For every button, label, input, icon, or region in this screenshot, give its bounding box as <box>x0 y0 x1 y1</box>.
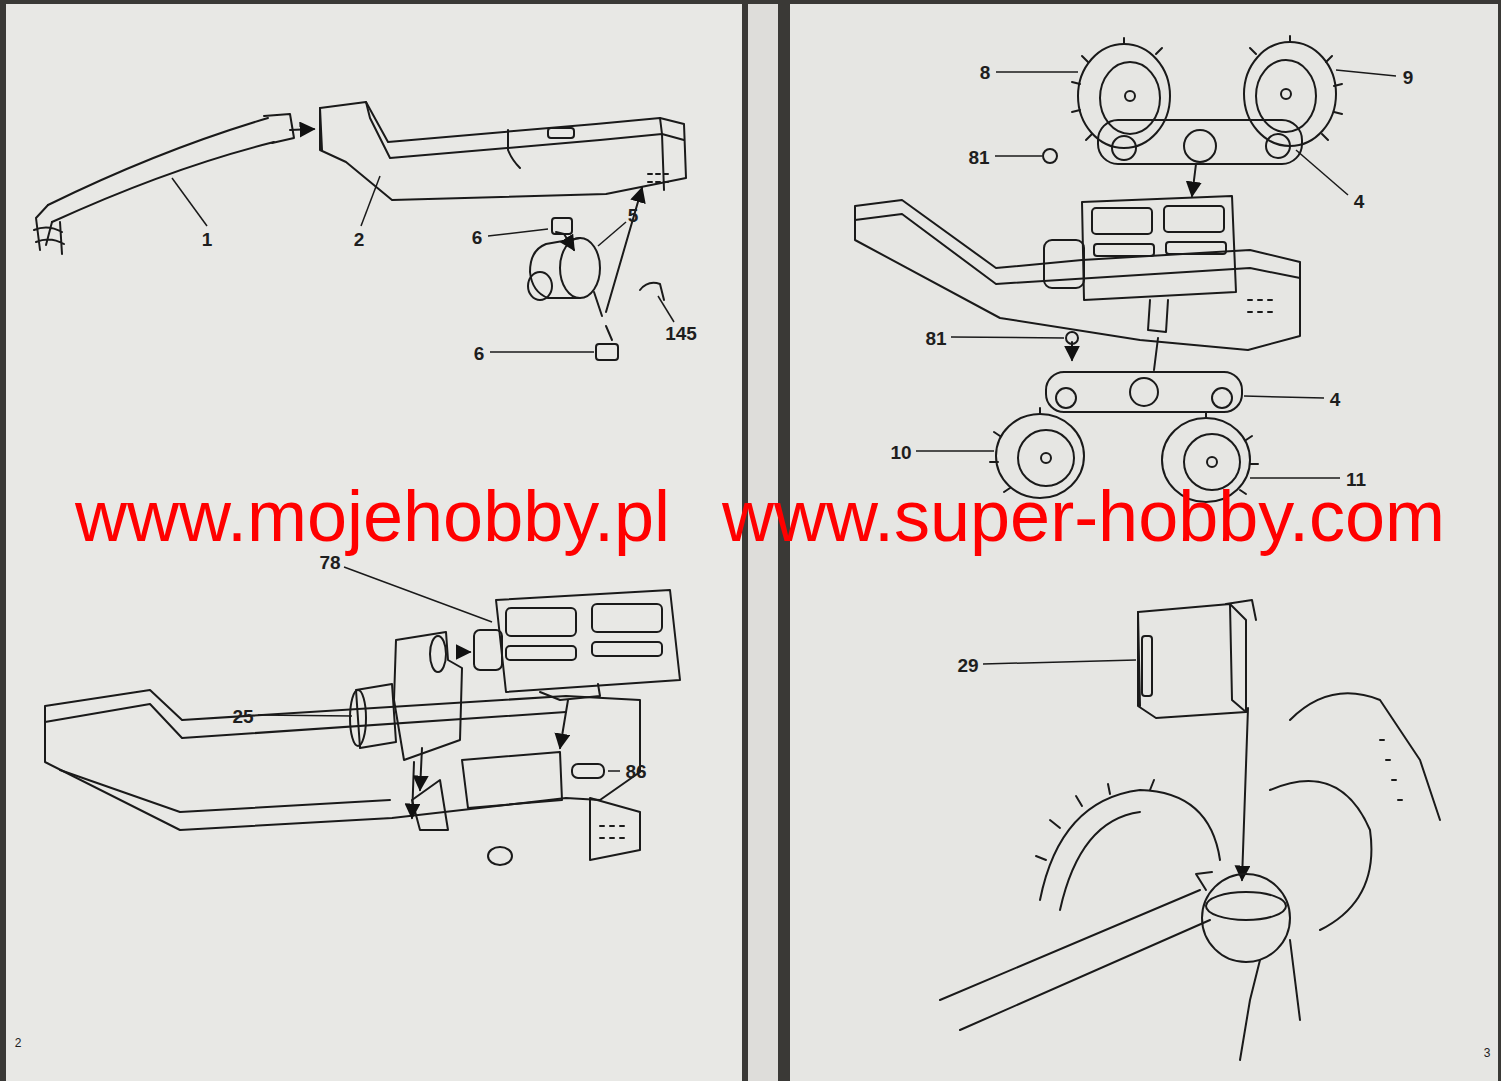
callout-number: 145 <box>665 324 697 343</box>
callout-number: 6 <box>472 228 483 247</box>
gearbox <box>350 632 604 818</box>
suspension-beam <box>1043 120 1302 196</box>
engine <box>1044 196 1236 332</box>
page-number: 3 <box>1484 1047 1491 1059</box>
chassis-frame <box>320 102 686 200</box>
callout-number: 10 <box>890 443 911 462</box>
callout-number: 8 <box>980 63 991 82</box>
wheel <box>1072 36 1342 148</box>
callout-number: 81 <box>925 329 946 348</box>
callout-number: 29 <box>957 656 978 675</box>
watermark: www.super-hobby.com <box>722 480 1445 552</box>
callout-number: 4 <box>1330 390 1341 409</box>
left-page <box>6 4 742 1081</box>
callout-number: 9 <box>1403 68 1414 87</box>
callout-number: 5 <box>628 206 639 225</box>
leader-lines <box>172 70 1396 771</box>
engine <box>474 590 680 748</box>
suspension-beam <box>1046 332 1242 412</box>
callout-number: 81 <box>968 148 989 167</box>
detail-view <box>940 600 1440 1060</box>
page-number: 2 <box>15 1037 22 1049</box>
callout-number: 1 <box>202 230 213 249</box>
axle <box>528 188 664 360</box>
callout-number: 6 <box>474 344 485 363</box>
callout-number: 78 <box>319 553 340 572</box>
watermark: www.mojehobby.pl <box>75 480 670 552</box>
callout-number: 25 <box>232 707 253 726</box>
callout-number: 86 <box>625 762 646 781</box>
drawbar <box>34 114 314 254</box>
callout-number: 2 <box>354 230 365 249</box>
chassis-frame <box>45 690 640 865</box>
callout-number: 4 <box>1354 192 1365 211</box>
